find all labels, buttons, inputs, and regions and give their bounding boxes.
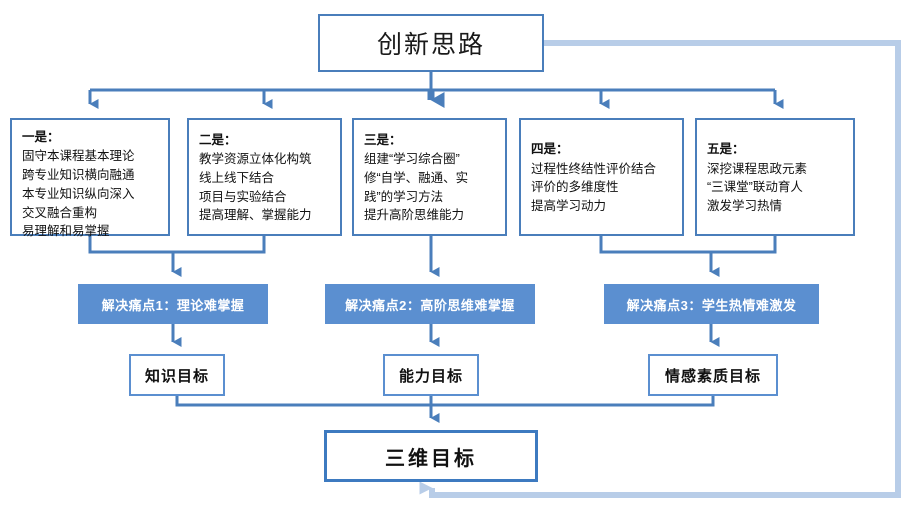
- strategy-3-line-3: 践”的学习方法: [364, 189, 444, 204]
- connector-goal3-converge: [431, 396, 715, 407]
- connector-goal1-converge: [175, 396, 431, 407]
- pain-point-bar-1: 解决痛点1：理论难掌握: [78, 284, 268, 324]
- pain-point-bar-2: 解决痛点2：高阶思维难掌握: [325, 284, 535, 324]
- goal-box-affective: 情感素质目标: [648, 354, 778, 396]
- strategy-3-head: 三是：: [364, 132, 402, 147]
- strategy-4-line-3: 提高学习动力: [531, 199, 607, 214]
- strategy-1-line-1: 固守本课程基本理论: [22, 149, 135, 164]
- strategy-5-line-3: 激发学习热情: [707, 199, 783, 214]
- strategy-1-line-3: 本专业知识纵向深入: [22, 186, 135, 201]
- page-title: 创新思路: [376, 31, 485, 59]
- strategy-1-line-5: 易理解和易掌握: [22, 224, 110, 239]
- final-goal-box: 三维目标: [324, 430, 538, 482]
- strategy-box-4: 四是： 过程性终结性评价结合 评价的多维度性 提高学习动力: [519, 118, 684, 236]
- strategy-box-1: 一是： 固守本课程基本理论 跨专业知识横向融通 本专业知识纵向深入 交叉融合重构…: [10, 118, 170, 238]
- connector-group-3-bracket: [599, 236, 777, 254]
- strategy-2-line-1: 教学资源立体化构筑: [199, 152, 312, 167]
- strategy-1-head: 一是：: [22, 130, 60, 144]
- goal-box-knowledge: 知识目标: [129, 354, 225, 396]
- strategy-5-line-2: “三课堂”联动育人: [707, 180, 803, 195]
- strategy-3-line-1: 组建“学习综合圈”: [364, 152, 460, 167]
- strategy-box-5: 五是： 深挖课程思政元素 “三课堂”联动育人 激发学习热情: [695, 118, 855, 236]
- strategy-2-head: 二是：: [199, 132, 237, 147]
- connector-feedback-loop: [419, 40, 901, 498]
- pain-point-bar-3: 解决痛点3：学生热情难激发: [604, 284, 819, 324]
- strategy-2-line-3: 项目与实验结合: [199, 189, 287, 204]
- title-box: 创新思路: [318, 14, 544, 72]
- strategy-1-line-4: 交叉融合重构: [22, 205, 98, 220]
- strategy-2-line-2: 线上线下结合: [199, 170, 275, 185]
- strategy-4-line-1: 过程性终结性评价结合: [531, 161, 657, 176]
- strategy-4-head: 四是：: [531, 142, 569, 157]
- strategy-box-3: 三是： 组建“学习综合圈” 修“自学、融通、实 践”的学习方法 提升高阶思维能力: [352, 118, 507, 236]
- strategy-3-line-2: 修“自学、融通、实: [364, 170, 469, 185]
- goal-box-ability: 能力目标: [383, 354, 479, 396]
- strategy-5-line-1: 深挖课程思政元素: [707, 161, 808, 176]
- strategy-box-2: 二是： 教学资源立体化构筑 线上线下结合 项目与实验结合 提高理解、掌握能力: [187, 118, 342, 236]
- strategy-2-line-4: 提高理解、掌握能力: [199, 208, 312, 223]
- final-goal-label: 三维目标: [385, 447, 477, 470]
- strategy-5-head: 五是：: [707, 142, 745, 157]
- strategy-4-line-2: 评价的多维度性: [531, 180, 619, 195]
- strategy-3-line-4: 提升高阶思维能力: [364, 208, 465, 223]
- strategy-1-line-2: 跨专业知识横向融通: [22, 168, 135, 183]
